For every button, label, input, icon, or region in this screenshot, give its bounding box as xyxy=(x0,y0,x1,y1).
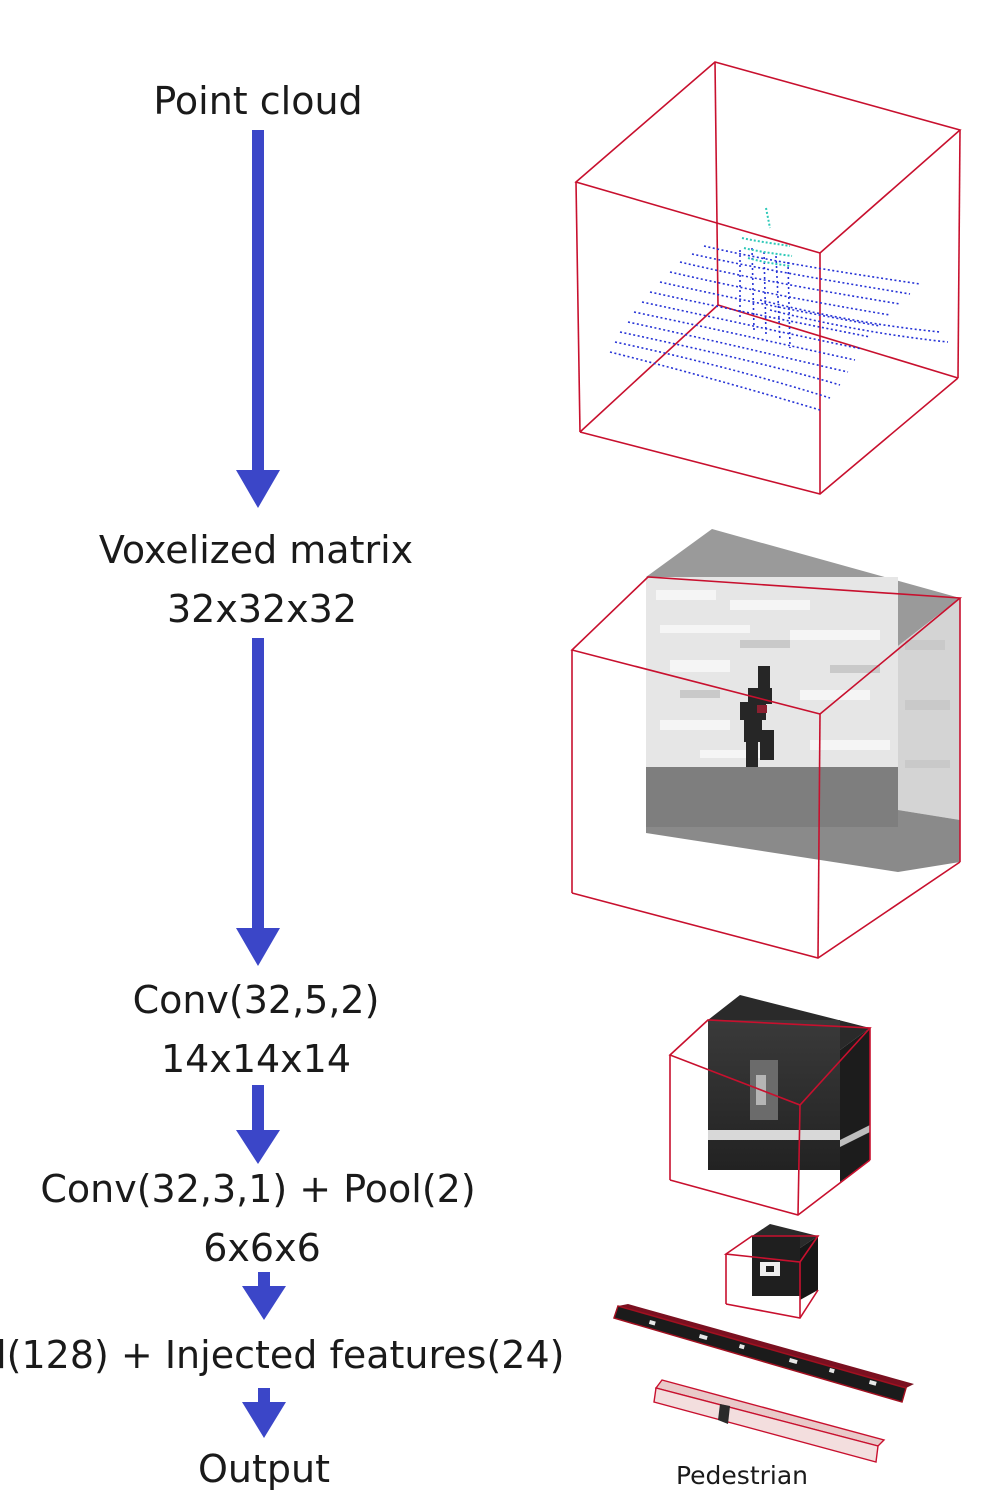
step-output-label: Output xyxy=(198,1447,330,1491)
arrow-conv2-to-fc xyxy=(242,1272,286,1320)
arrow-conv1-to-conv2 xyxy=(236,1085,280,1164)
step-voxelized-dims: 32x32x32 xyxy=(166,587,358,631)
point-cloud-head-points xyxy=(741,207,793,267)
fc-feature-bar xyxy=(613,1304,914,1403)
arrows xyxy=(236,130,286,1438)
step-voxelized-label: Voxelized matrix xyxy=(98,528,414,572)
arrow-voxel-to-conv1 xyxy=(236,638,280,966)
step-fc-label: ll(128) + Injected features(24) xyxy=(0,1333,565,1377)
conv2-feature-cube xyxy=(723,1224,820,1319)
step-point-cloud-label: Point cloud xyxy=(153,79,363,123)
point-cloud-cube xyxy=(574,61,962,495)
step-conv2-label: Conv(32,3,1) + Pool(2) xyxy=(40,1167,476,1211)
output-class-label: Pedestrian xyxy=(675,1461,809,1490)
point-cloud-points xyxy=(609,245,949,411)
arrow-fc-to-output xyxy=(242,1388,286,1438)
voxel-cube xyxy=(570,529,963,959)
conv1-feature-cube xyxy=(668,995,872,1216)
step-conv1-dims: 14x14x14 xyxy=(160,1037,352,1081)
step-conv2-dims: 6x6x6 xyxy=(203,1226,321,1270)
arrow-pointcloud-to-voxel xyxy=(236,130,280,508)
step-conv1-label: Conv(32,5,2) xyxy=(132,978,380,1022)
output-bar xyxy=(653,1379,886,1463)
